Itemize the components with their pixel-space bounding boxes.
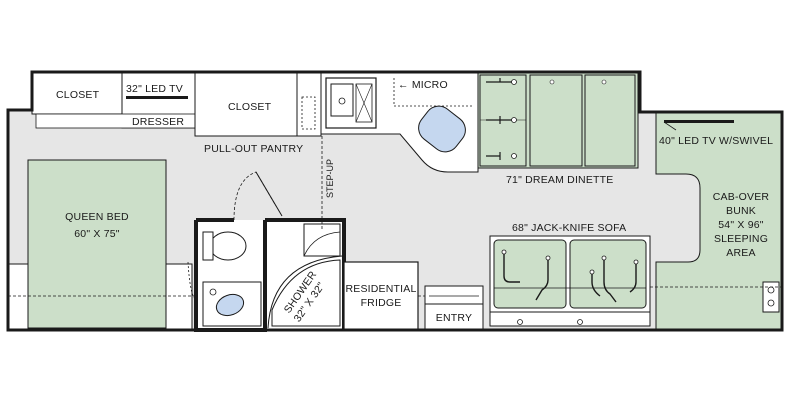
label-queen-bed-2: 60" X 75" — [74, 228, 120, 240]
residential-fridge — [343, 261, 419, 331]
label-cabover-5: AREA — [726, 247, 755, 259]
cab-control-box — [762, 281, 780, 313]
label-32-led-tv: 32" LED TV — [126, 83, 183, 95]
label-cabover-4: SLEEPING — [714, 233, 768, 245]
sofa-seatbelt-1 — [503, 252, 520, 283]
door-panel — [255, 171, 283, 217]
microwave-outline — [393, 78, 474, 107]
label-closet-mid: CLOSET — [228, 101, 272, 113]
label-cabover-3: 54" X 96" — [718, 219, 764, 231]
label-sofa: 68" JACK-KNIFE SOFA — [512, 222, 626, 234]
label-closet-bedroom: CLOSET — [56, 89, 100, 101]
pantry — [296, 71, 322, 137]
bath-door-swing — [187, 261, 197, 301]
dinette-table — [529, 74, 583, 167]
dinette-seat-right — [584, 74, 636, 167]
dinette-table-knob-1 — [549, 79, 555, 85]
sink-drain — [338, 97, 346, 105]
tv-32 — [126, 96, 188, 99]
label-micro: ← MICRO — [398, 79, 448, 91]
label-cabover-2: BUNK — [726, 205, 756, 217]
label-dresser: DRESSER — [132, 116, 184, 128]
label-fridge-1: RESIDENTIAL — [345, 283, 416, 295]
cab-over-bunk — [655, 111, 783, 331]
shower-seat-curve — [303, 231, 341, 257]
dinette-knob-2 — [511, 117, 517, 123]
shower-base — [271, 259, 341, 327]
label-step-up: STEP-UP — [325, 159, 335, 198]
sink-basin — [330, 83, 354, 117]
tv-40-swivel — [663, 121, 677, 131]
toilet — [209, 231, 247, 261]
sofa-buckle-3 — [601, 255, 607, 261]
closet-mid — [194, 71, 298, 137]
sofa-foot-1 — [517, 319, 523, 325]
sofa-foot-2 — [577, 319, 583, 325]
sofa-seatbelt-5 — [629, 262, 637, 293]
burner-line-2 — [355, 83, 373, 123]
label-cabover-1: CAB-OVER — [713, 191, 770, 203]
pantry-slot — [301, 96, 316, 130]
dinette-knob-1 — [511, 79, 517, 85]
shower-seat — [303, 223, 341, 257]
sofa-seatbelt-3 — [591, 272, 601, 297]
dinette-knob-3 — [511, 153, 517, 159]
cab-control-knob-2 — [767, 299, 775, 307]
lav-sink — [215, 293, 245, 317]
outer-wall — [6, 70, 784, 332]
label-fridge-2: FRIDGE — [361, 297, 402, 309]
sofa-base — [489, 311, 651, 327]
label-dinette: 71" DREAM DINETTE — [506, 174, 613, 186]
shower-door-arc — [267, 255, 343, 329]
nightstand-right — [165, 263, 193, 331]
sofa-seatbelt-4 — [603, 258, 617, 303]
label-led-tv-40: 40" LED TV W/SWIVEL — [659, 135, 773, 147]
dinette-leg-3 — [486, 152, 501, 160]
toilet-tank — [202, 231, 214, 261]
sofa-cushion-right — [569, 239, 647, 309]
label-queen-bed-1: QUEEN BED — [65, 211, 129, 223]
label-entry: ENTRY — [436, 312, 472, 324]
sofa-seatbelt-2 — [535, 258, 549, 301]
sofa-buckle-4 — [633, 259, 639, 265]
queen-bed — [27, 159, 167, 329]
door-swing-top — [233, 171, 277, 221]
nightstand-left — [7, 263, 31, 331]
entry-step — [424, 285, 484, 305]
sofa-buckle-1 — [501, 249, 507, 255]
lav-faucet — [209, 288, 217, 296]
cooktop — [325, 77, 377, 129]
sofa-buckle-2 — [545, 255, 551, 261]
tv-40 — [664, 120, 734, 123]
burner-grate — [355, 83, 373, 123]
sofa-buckle-5 — [589, 269, 595, 275]
dinette-table-knob-2 — [601, 79, 607, 85]
kitchen-stool — [418, 105, 466, 153]
label-pullout-pantry: PULL-OUT PANTRY — [204, 143, 303, 155]
entry-door — [424, 303, 484, 331]
